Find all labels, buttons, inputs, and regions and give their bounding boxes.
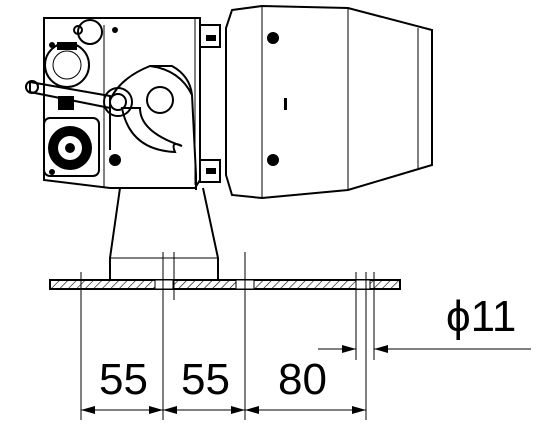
lock-lever: [29, 80, 111, 110]
connector-bottom-icon: [43, 117, 100, 177]
pedestal: [109, 187, 219, 281]
control-box: [43, 17, 201, 189]
base-plate: [49, 279, 401, 290]
pivot-knob-icon: [146, 86, 174, 114]
extension-lines: [80, 252, 375, 420]
dimension-lines: [81, 345, 531, 414]
dimension-label-3: 80: [278, 355, 327, 404]
dimension-label-2: 55: [181, 355, 230, 404]
dimension-label-1: 55: [99, 355, 148, 404]
hole-diameter-callout: ϕ11: [446, 292, 516, 341]
lamp-head: [225, 4, 433, 200]
spacers: [199, 24, 221, 183]
yoke-bracket: [25, 65, 197, 190]
